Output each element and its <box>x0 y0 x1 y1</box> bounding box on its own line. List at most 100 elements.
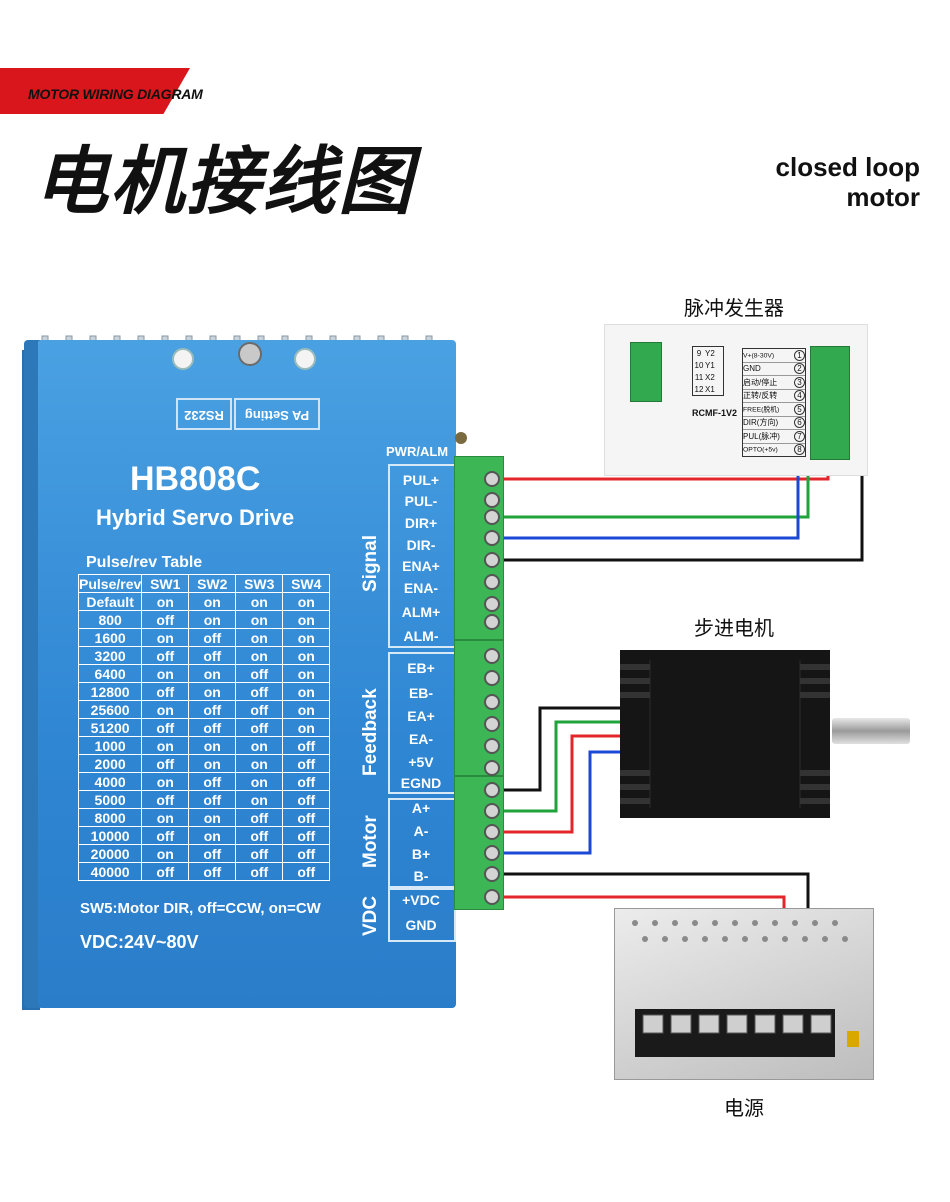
pg-left-label: X1 <box>705 384 715 394</box>
table-cell: off <box>188 646 237 665</box>
table-cell: 20000 <box>77 844 143 863</box>
table-cell: off <box>188 628 237 647</box>
table-cell: on <box>282 610 331 629</box>
pulse-generator-right-terminal <box>810 346 850 460</box>
table-cell: 1000 <box>77 736 143 755</box>
pa-setting-port[interactable]: PA Setting <box>234 398 320 430</box>
pulse-generator-caption: 脉冲发生器 <box>684 298 784 320</box>
pg-right-row: FREE(脱机) 5 <box>743 403 805 417</box>
table-cell: off <box>235 844 284 863</box>
table-cell: 6400 <box>77 664 143 683</box>
ground-screw-icon <box>238 342 262 366</box>
pg-right-label: FREE(脱机) <box>743 405 780 414</box>
power-supply-unit <box>614 908 874 1080</box>
pg-right-row: PUL(脉冲) 7 <box>743 430 805 444</box>
table-cell: on <box>188 754 237 773</box>
table-cell: Default <box>77 592 143 611</box>
pg-right-label: GND <box>743 364 761 374</box>
table-header-row: Pulse/rev SW1 SW2 SW3 SW4 <box>77 574 331 593</box>
table-cell: on <box>188 682 237 701</box>
table-cell: off <box>282 808 331 827</box>
table-cell: off <box>282 772 331 791</box>
pg-left-number: 11 <box>694 372 704 382</box>
stepper-motor-body <box>620 650 830 818</box>
pin-label: +VDC <box>402 892 440 908</box>
header-accent-band <box>0 68 190 114</box>
pin-label: A+ <box>411 800 431 816</box>
table-cell: on <box>235 790 284 809</box>
table-cell: 1600 <box>77 628 143 647</box>
stepper-motor-caption: 步进电机 <box>694 618 774 640</box>
table-cell: on <box>141 808 190 827</box>
rs232-port[interactable]: RS232 <box>176 398 232 430</box>
table-cell: 3200 <box>77 646 143 665</box>
pg-right-label: OPTO(+5v) <box>743 445 778 454</box>
table-cell: 2000 <box>77 754 143 773</box>
subtitle-line2: motor <box>846 182 920 212</box>
pin-label: PUL- <box>404 493 438 509</box>
table-header-cell: SW3 <box>235 574 284 593</box>
table-cell: 12800 <box>77 682 143 701</box>
pg-left-number: 9 <box>696 348 702 358</box>
table-cell: off <box>282 736 331 755</box>
table-header-cell: SW1 <box>141 574 190 593</box>
pg-right-number: 7 <box>794 430 805 442</box>
pg-right-number: 5 <box>794 403 805 415</box>
pg-right-label: DIR(方向) <box>743 418 779 428</box>
pg-left-label: X2 <box>705 372 715 382</box>
wire-a-plus-black <box>500 706 628 792</box>
table-cell: off <box>282 826 331 845</box>
pg-right-label: PUL(脉冲) <box>743 431 780 441</box>
table-cell: 51200 <box>77 718 143 737</box>
motor-shaft <box>832 718 910 744</box>
pg-left-label: Y1 <box>705 360 715 370</box>
table-cell: off <box>188 862 237 881</box>
table-cell: on <box>282 682 331 701</box>
table-cell: on <box>141 772 190 791</box>
table-cell: on <box>188 610 237 629</box>
section-label-signal: Signal <box>360 534 381 592</box>
table-cell: on <box>282 628 331 647</box>
pg-left-number: 10 <box>694 360 704 370</box>
table-cell: 25600 <box>77 700 143 719</box>
header-label: MOTOR WIRING DIAGRAM <box>28 86 203 102</box>
page-title: 电机接线图 <box>34 140 414 223</box>
mount-hole <box>172 348 194 370</box>
motor-power-terminal-block <box>454 776 504 910</box>
pin-label: EA- <box>408 731 434 747</box>
table-cell: on <box>235 772 284 791</box>
table-cell: off <box>235 826 284 845</box>
table-cell: on <box>188 736 237 755</box>
table-cell: on <box>235 610 284 629</box>
table-cell: 10000 <box>77 826 143 845</box>
wire-b-plus-red <box>500 734 636 834</box>
pg-right-number: 2 <box>794 363 805 375</box>
table-cell: off <box>141 754 190 773</box>
pg-right-row: V+(8-30V)1 <box>743 349 805 363</box>
table-cell: off <box>188 772 237 791</box>
table-cell: on <box>235 736 284 755</box>
table-header-cell: SW4 <box>282 574 331 593</box>
pwr-alm-label: PWR/ALM <box>386 444 449 459</box>
table-header-cell: SW2 <box>188 574 237 593</box>
table-cell: off <box>235 808 284 827</box>
pin-label: ALM- <box>403 628 439 644</box>
pg-right-number: 6 <box>794 417 805 429</box>
signal-pin-group <box>388 464 456 648</box>
table-cell: off <box>235 664 284 683</box>
section-label-vdc: VDC <box>360 895 381 936</box>
table-cell: on <box>282 700 331 719</box>
pg-right-label: 启动/停止 <box>743 377 778 387</box>
table-cell: on <box>141 628 190 647</box>
pin-label: B- <box>413 868 429 884</box>
